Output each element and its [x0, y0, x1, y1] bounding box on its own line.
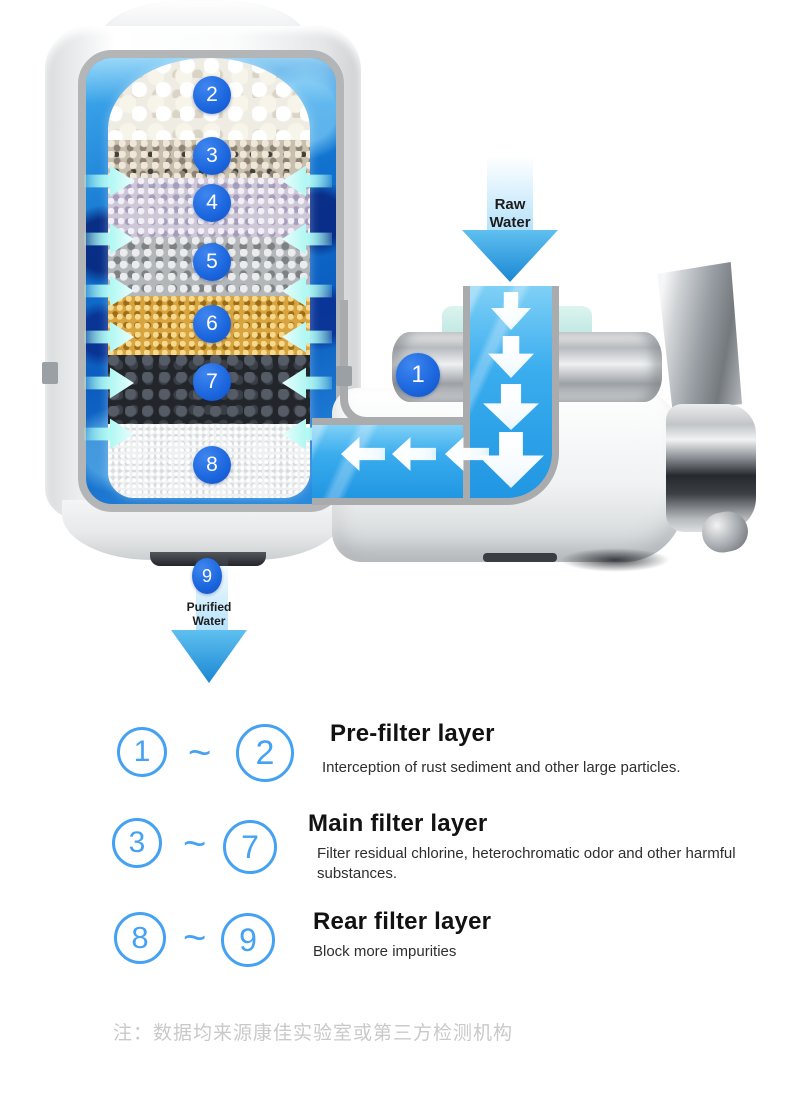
housing-clip-notch: [42, 362, 58, 384]
step-badge-8: 8: [193, 446, 231, 484]
purified-water-label: Purified Water: [186, 600, 232, 629]
faucet-base-pad: [483, 553, 557, 562]
step-badge-7: 7: [193, 363, 231, 401]
step-badge-3: 3: [193, 137, 231, 175]
footnote: 注：数据均来源康佳实验室或第三方检测机构: [113, 1023, 514, 1044]
step-badge-2: 2: [193, 76, 231, 114]
legend-range-tilde: ~: [183, 822, 207, 866]
faucet-shadow: [560, 548, 670, 572]
flow-pipe-horizontal: [312, 418, 476, 505]
legend-circle-to: 7: [223, 820, 277, 874]
step-badge-4: 4: [193, 184, 231, 222]
legend-circle-from: 1: [117, 727, 167, 777]
faucet-spout-collar: [666, 404, 756, 532]
legend-desc: Block more impurities: [313, 943, 457, 960]
legend-circle-from: 8: [114, 912, 166, 964]
purified-water-arrow-icon: [171, 630, 247, 683]
legend-title: Rear filter layer: [313, 908, 492, 935]
legend-circle-from: 3: [112, 818, 162, 868]
step-badge-1: 1: [396, 353, 440, 397]
legend-title: Pre-filter layer: [330, 720, 495, 747]
legend-range-tilde: ~: [183, 916, 207, 960]
faucet-handle-lever: [657, 262, 742, 410]
legend-desc: Interception of rust sediment and other …: [322, 759, 681, 776]
step-badge-9: 9: [192, 558, 222, 594]
legend-circle-to: 9: [221, 913, 275, 967]
raw-water-stream: [487, 156, 533, 232]
raw-water-arrow-icon: [462, 230, 558, 282]
raw-water-label: Raw Water: [489, 196, 531, 231]
step-badge-5: 5: [193, 243, 231, 281]
legend-title: Main filter layer: [308, 810, 488, 837]
legend-desc: Filter residual chlorine, heterochromati…: [317, 845, 736, 883]
valve-clip-notch: [336, 366, 352, 386]
legend-circle-to: 2: [236, 724, 294, 782]
legend-range-tilde: ~: [188, 731, 212, 775]
step-badge-6: 6: [193, 305, 231, 343]
